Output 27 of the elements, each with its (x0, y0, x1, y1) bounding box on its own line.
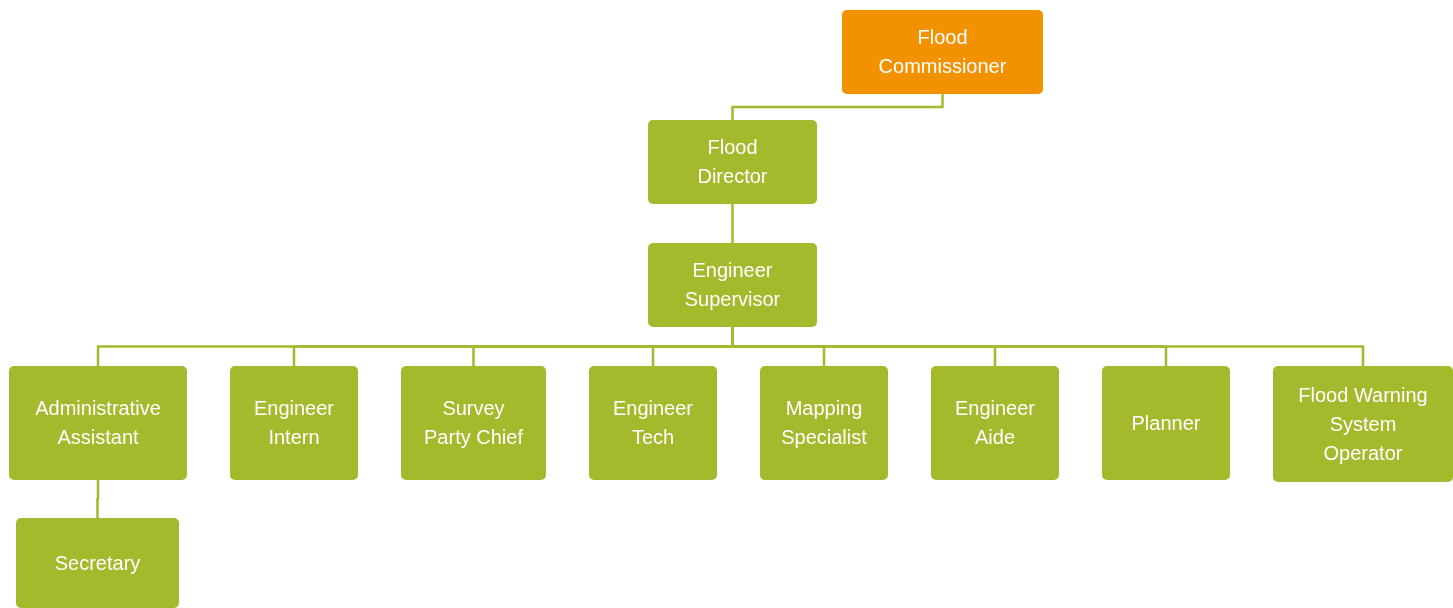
role-box (760, 366, 888, 480)
role-box (648, 120, 817, 204)
role-title: Engineer Aide (953, 396, 1037, 450)
role-title: Flood Commissioner (877, 25, 1008, 79)
role-box (589, 366, 717, 480)
role-box (9, 366, 187, 480)
top-role-box (842, 10, 1043, 94)
role-box (401, 366, 546, 480)
role-box (1273, 366, 1453, 482)
role-title: Engineer Supervisor (683, 258, 782, 312)
connector-line (731, 204, 734, 243)
role-box (931, 366, 1059, 480)
role-title: Mapping Specialist (780, 396, 868, 450)
role-box (230, 366, 358, 480)
role-box (16, 518, 179, 608)
role-title: Secretary (54, 550, 141, 576)
role-title: Engineer Tech (611, 396, 695, 450)
role-title: Administrative Assistant (34, 396, 162, 450)
role-title: Engineer Intern (252, 396, 336, 450)
role-title: Flood Director (696, 135, 769, 189)
role-title: Survey Party Chief (423, 396, 524, 450)
role-box (1102, 366, 1230, 480)
role-title: Planner (1131, 410, 1201, 436)
role-box (648, 243, 817, 327)
role-title: Flood Warning System Operator (1297, 382, 1429, 466)
connector-line (731, 94, 944, 120)
connector-line (96, 480, 100, 518)
